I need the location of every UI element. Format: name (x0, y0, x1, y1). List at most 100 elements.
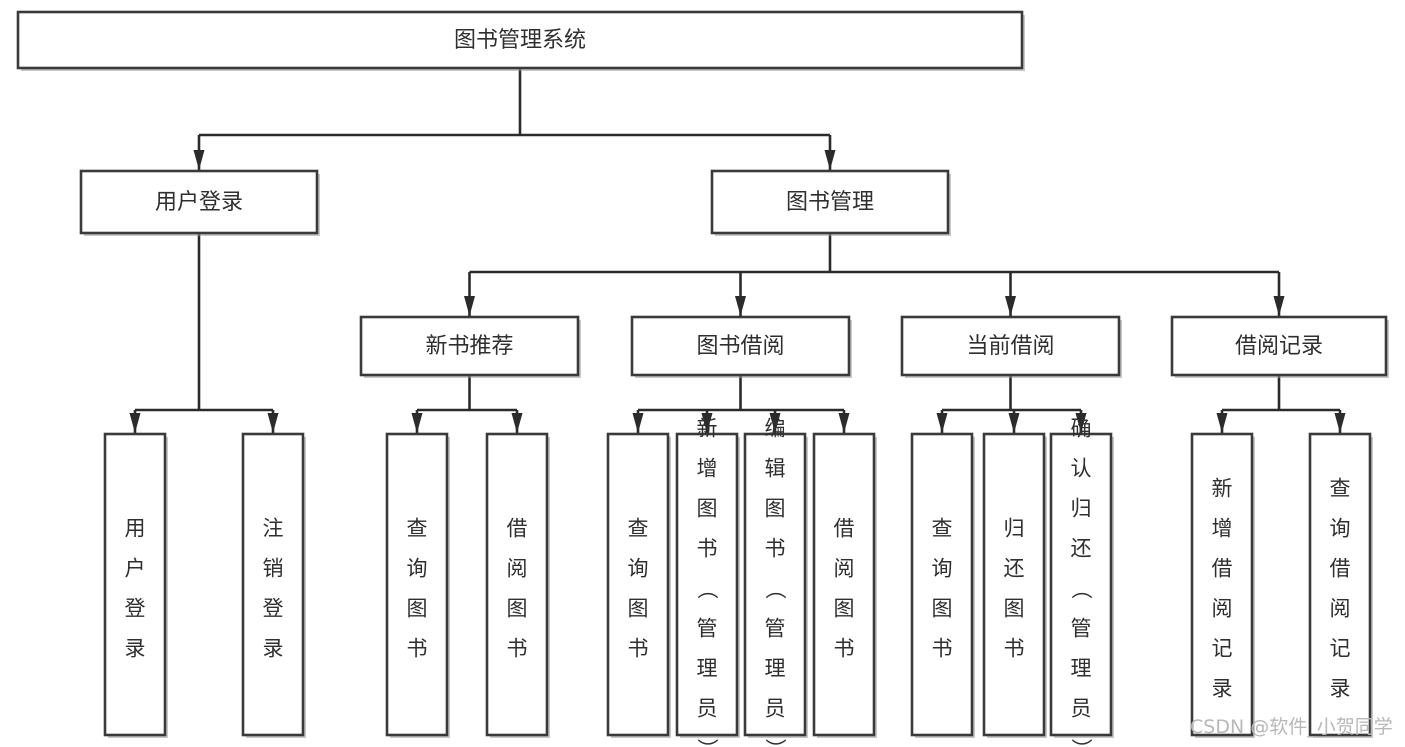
node-label-char: 书 (1004, 637, 1025, 661)
node-label-char: 注 (263, 517, 284, 541)
node-label-char: 确 (1071, 417, 1092, 441)
arrow-head (769, 413, 781, 433)
node-label-char: 员 (697, 697, 718, 721)
arrow-head (267, 413, 279, 433)
node-label-char: 书 (765, 537, 786, 561)
node-rect[interactable] (1170, 315, 1388, 377)
node-label: 图书管理系统 (454, 28, 586, 53)
node-label: 图书借阅 (696, 334, 784, 359)
node-label: 新书推荐 (425, 334, 513, 359)
node-label-char: 新 (697, 417, 718, 441)
node-label-char: 询 (628, 557, 649, 581)
node-rect[interactable] (675, 432, 739, 737)
node-rect[interactable] (16, 10, 1024, 70)
node-book-borrow[interactable]: 图书借阅 (630, 315, 852, 378)
node-label-char: 书 (932, 637, 953, 661)
nodes-layer: 图书管理系统用户登录图书管理新书推荐图书借阅当前借阅借阅记录用户登录注销登录查询… (16, 10, 1389, 747)
node-label-char: 书 (507, 637, 528, 661)
node-label-char: 阅 (507, 557, 528, 581)
node-label-char: 图 (507, 597, 528, 621)
node-rect[interactable] (485, 432, 549, 737)
node-label-char: （ (695, 578, 719, 599)
node-label-char: 记 (1330, 637, 1351, 661)
node-borrow-record[interactable]: 借阅记录 (1170, 315, 1389, 378)
node-label: 借阅记录 (1235, 334, 1323, 359)
arrow-head (735, 296, 746, 316)
node-label-char: 编 (765, 417, 786, 441)
node-label-char: 录 (125, 637, 146, 661)
node-rect[interactable] (900, 315, 1121, 377)
node-rect[interactable] (385, 432, 449, 737)
node-label-char: 员 (765, 697, 786, 721)
node-rect[interactable] (79, 169, 319, 235)
node-label-char: 销 (263, 557, 284, 581)
arrow-head (838, 413, 850, 433)
node-label-char: 查 (407, 517, 428, 541)
node-label-char: 书 (697, 537, 718, 561)
node-new-book-rec[interactable]: 新书推荐 (359, 315, 581, 378)
arrow-head (193, 150, 205, 170)
arrow-head (1334, 413, 1346, 433)
node-book-manage[interactable]: 图书管理 (710, 169, 951, 236)
node-rect[interactable] (606, 432, 670, 737)
node-rect[interactable] (1190, 432, 1254, 737)
arrow-head (936, 413, 948, 433)
node-rect[interactable] (1049, 432, 1113, 737)
node-rect[interactable] (710, 169, 950, 235)
arrow-head (1273, 296, 1285, 316)
node-user-login[interactable]: 用户登录 (79, 169, 320, 236)
node-rect[interactable] (241, 432, 305, 737)
node-rect[interactable] (1308, 432, 1372, 737)
node-rect[interactable] (103, 432, 167, 737)
node-rect[interactable] (359, 315, 580, 377)
node-label-char: ） (1069, 738, 1093, 747)
node-rect[interactable] (743, 432, 807, 737)
node-label-char: 理 (765, 657, 786, 681)
node-current-borrow[interactable]: 当前借阅 (900, 315, 1122, 378)
node-rect[interactable] (910, 432, 974, 737)
node-label: 用户登录 (125, 517, 146, 661)
node-label-char: 记 (1212, 637, 1233, 661)
node-rect[interactable] (630, 315, 851, 377)
node-rect[interactable] (812, 432, 876, 737)
node-label-char: 新 (1212, 477, 1233, 501)
node-label-char: 询 (932, 557, 953, 581)
node-label-char: 还 (1071, 537, 1092, 561)
node-rect[interactable] (982, 432, 1046, 737)
node-label-char: 阅 (1212, 597, 1233, 621)
arrow-head (701, 413, 713, 433)
node-label-char: 图 (697, 497, 718, 521)
arrow-head (411, 413, 423, 433)
node-label-char: 管 (765, 617, 786, 641)
node-label-char: ） (695, 738, 719, 747)
node-label-char: 还 (1004, 557, 1025, 581)
node-label: 当前借阅 (966, 334, 1054, 359)
node-undefined[interactable]: 图书管理系统 (16, 10, 1025, 71)
csdn-watermark: CSDN @软件_小贺同学 (1190, 716, 1393, 738)
node-leaf-user-login[interactable]: 用户登录 (103, 432, 168, 738)
node-label-char: 录 (1330, 677, 1351, 701)
